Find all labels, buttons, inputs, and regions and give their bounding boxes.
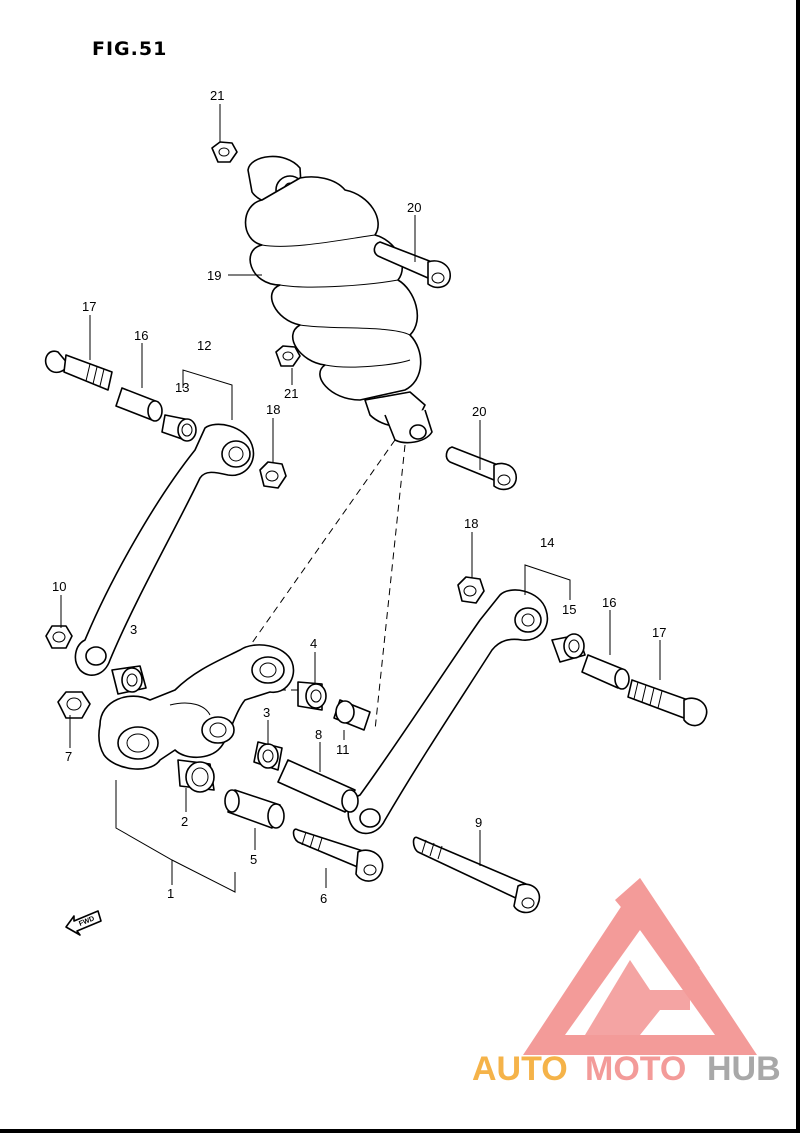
callout-15: 15 bbox=[562, 602, 576, 617]
callout-17-left: 17 bbox=[82, 299, 96, 314]
nut-21-lower bbox=[275, 345, 301, 367]
cushion-lever bbox=[98, 644, 295, 770]
bearing-15 bbox=[551, 633, 586, 663]
nut-7 bbox=[57, 691, 91, 719]
callout-18-right: 18 bbox=[464, 516, 478, 531]
nut-18-left bbox=[259, 461, 287, 489]
figure-title: FIG.51 bbox=[92, 38, 168, 60]
bolt-20-upper bbox=[373, 241, 451, 289]
bearing-3-upper bbox=[111, 665, 147, 695]
callout-9: 9 bbox=[475, 815, 482, 830]
bearing-3-lower bbox=[253, 741, 283, 771]
callout-20-lower: 20 bbox=[472, 404, 486, 419]
bolt-17-left bbox=[44, 350, 113, 391]
leader-lines bbox=[60, 104, 661, 893]
callout-20-upper: 20 bbox=[407, 200, 421, 215]
bolt-6 bbox=[292, 828, 384, 882]
callout-19: 19 bbox=[207, 268, 221, 283]
callout-10: 10 bbox=[52, 579, 66, 594]
automotohub-logo: AUTO MOTO HUB bbox=[472, 878, 781, 1088]
callout-21-upper: 21 bbox=[210, 88, 224, 103]
callout-16-right: 16 bbox=[602, 595, 616, 610]
callout-12: 12 bbox=[197, 338, 211, 353]
callout-4: 4 bbox=[310, 636, 317, 651]
bolt-17-right bbox=[627, 679, 708, 727]
bearing-2 bbox=[177, 759, 215, 793]
bearing-13 bbox=[161, 414, 197, 442]
callout-2: 2 bbox=[181, 814, 188, 829]
callout-3-lower: 3 bbox=[263, 705, 270, 720]
fwd-arrow-icon: FWD bbox=[65, 910, 102, 936]
callout-7: 7 bbox=[65, 749, 72, 764]
callout-21-lower: 21 bbox=[284, 386, 298, 401]
bolt-20-lower bbox=[445, 446, 517, 491]
callout-3-upper: 3 bbox=[130, 622, 137, 637]
callout-14: 14 bbox=[540, 535, 554, 550]
logo-text-hub: HUB bbox=[707, 1050, 781, 1088]
spacer-16-right bbox=[581, 654, 630, 690]
spacer-16-left bbox=[115, 387, 163, 422]
callout-11: 11 bbox=[336, 742, 350, 757]
nut-18-right bbox=[457, 576, 485, 604]
callout-numbers: 21 20 19 21 17 16 12 13 18 20 18 14 15 1… bbox=[52, 88, 666, 906]
logo-text-auto: AUTO bbox=[472, 1050, 568, 1088]
spacer-5 bbox=[224, 789, 285, 829]
nut-10 bbox=[45, 625, 73, 649]
callout-16-left: 16 bbox=[134, 328, 148, 343]
spacer-11 bbox=[333, 699, 371, 731]
callout-8: 8 bbox=[315, 727, 322, 742]
cushion-rod-left bbox=[74, 423, 255, 676]
frame-border-bottom bbox=[0, 1129, 800, 1133]
rear-shock-absorber bbox=[244, 155, 433, 444]
cushion-rod-right bbox=[347, 589, 549, 835]
logo-text-moto: MOTO bbox=[585, 1050, 686, 1088]
callout-17-right: 17 bbox=[652, 625, 666, 640]
bearing-4 bbox=[297, 681, 327, 711]
spacer-8 bbox=[277, 759, 359, 813]
callout-5: 5 bbox=[250, 852, 257, 867]
callout-1: 1 bbox=[167, 886, 174, 901]
bolt-9 bbox=[412, 836, 541, 914]
callout-6: 6 bbox=[320, 891, 327, 906]
frame-border-right bbox=[796, 0, 800, 1133]
callout-18-left: 18 bbox=[266, 402, 280, 417]
callout-13: 13 bbox=[175, 380, 189, 395]
nut-21-upper bbox=[211, 141, 238, 163]
